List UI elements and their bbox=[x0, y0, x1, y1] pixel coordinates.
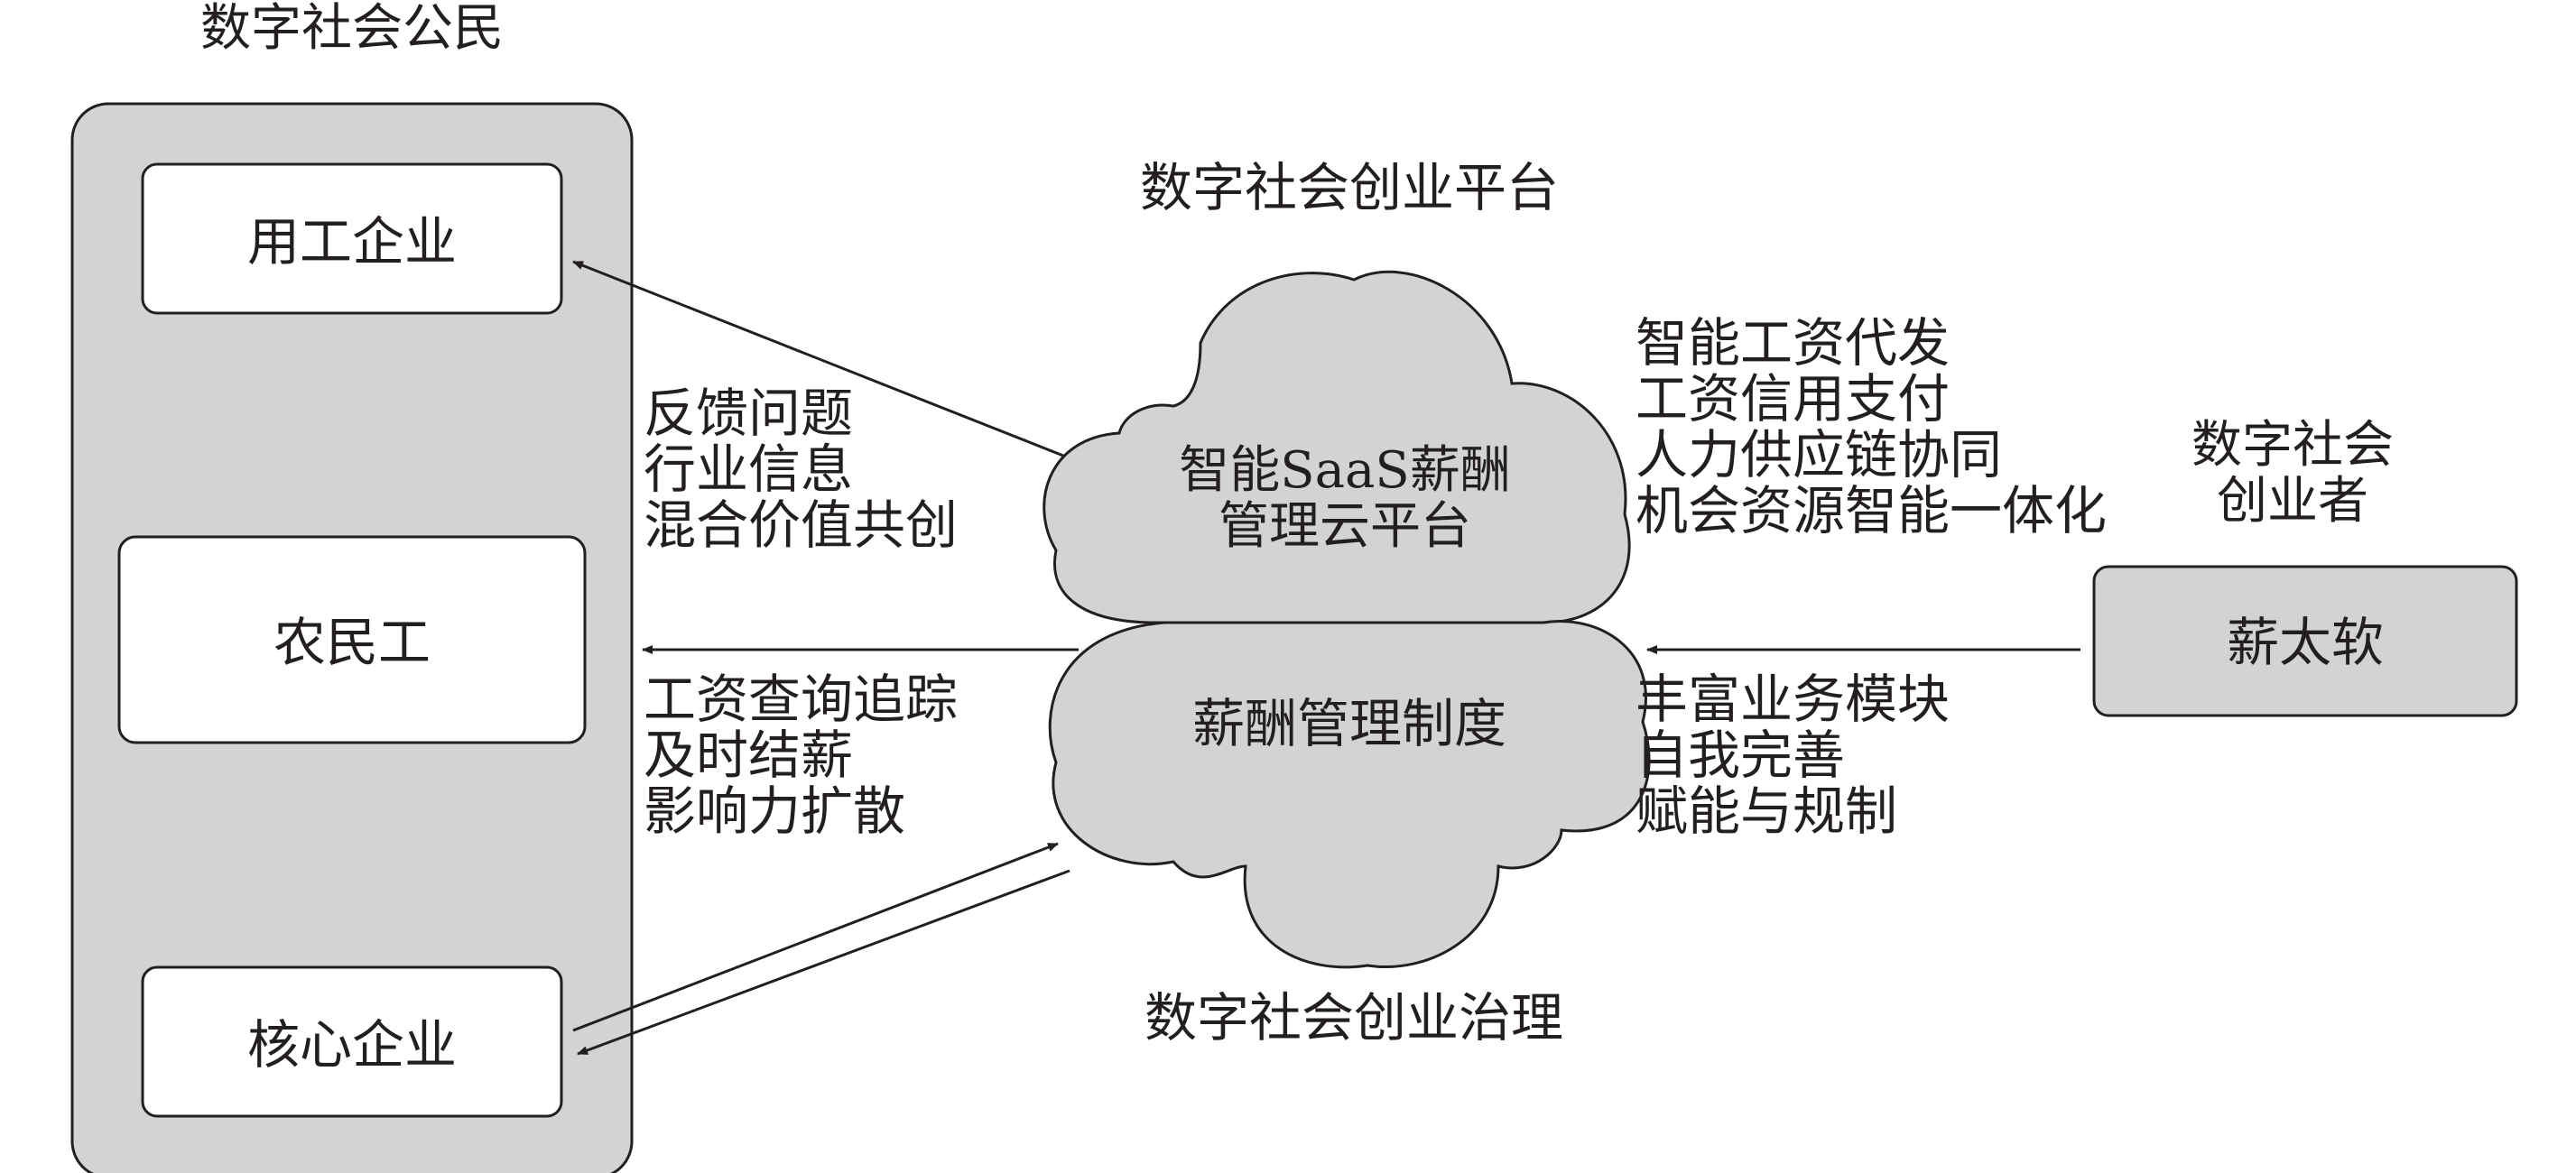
migrant-worker-box bbox=[117, 535, 587, 744]
entrepreneur-box-label: 薪太软 bbox=[2227, 612, 2384, 673]
arrow-core-to-cloud bbox=[572, 842, 1059, 1032]
platform-title: 数字社会创业平台 bbox=[1140, 157, 1559, 218]
service-text-line: 智能工资代发 bbox=[1635, 312, 1950, 374]
wage-text-line: 影响力扩散 bbox=[644, 780, 905, 842]
module-text-line: 自我完善 bbox=[1635, 725, 1845, 786]
core-enterprise-label: 核心企业 bbox=[247, 1014, 457, 1076]
salary-system-label: 薪酬管理制度 bbox=[1192, 693, 1506, 754]
employer-box bbox=[141, 162, 563, 315]
saas-cloud bbox=[1042, 270, 1631, 624]
governance-title: 数字社会创业治理 bbox=[1144, 987, 1563, 1048]
feedback-text-line: 行业信息 bbox=[644, 439, 853, 500]
core-enterprise-box bbox=[141, 965, 563, 1118]
wage-text-line: 及时结薪 bbox=[644, 725, 853, 786]
feedback-text-line: 混合价值共创 bbox=[644, 494, 958, 556]
salary-system-cloud bbox=[1048, 620, 1651, 969]
saas-cloud-line1: 智能SaaS薪酬 bbox=[1179, 441, 1511, 500]
saas-cloud-line2: 管理云平台 bbox=[1219, 497, 1471, 556]
arrow-cloud-to-core bbox=[577, 869, 1070, 1056]
arrow-cloud-to-employer bbox=[572, 260, 1064, 457]
feedback-text-line: 反馈问题 bbox=[644, 383, 853, 444]
module-text-line: 赋能与规制 bbox=[1635, 780, 1897, 842]
entrepreneur-title-line2: 创业者 bbox=[2217, 472, 2368, 531]
migrant-worker-label: 农民工 bbox=[273, 612, 431, 673]
wage-text-line: 工资查询追踪 bbox=[644, 669, 958, 730]
citizens-title: 数字社会公民 bbox=[200, 0, 504, 58]
module-text-line: 丰富业务模块 bbox=[1635, 669, 1950, 730]
service-text-line: 工资信用支付 bbox=[1635, 368, 1950, 429]
employer-label: 用工企业 bbox=[247, 211, 457, 272]
service-text-line: 机会资源智能一体化 bbox=[1635, 480, 2107, 541]
entrepreneur-box bbox=[2092, 565, 2518, 717]
entrepreneur-title-line1: 数字社会 bbox=[2191, 416, 2394, 475]
service-text-line: 人力供应链协同 bbox=[1635, 424, 2002, 485]
